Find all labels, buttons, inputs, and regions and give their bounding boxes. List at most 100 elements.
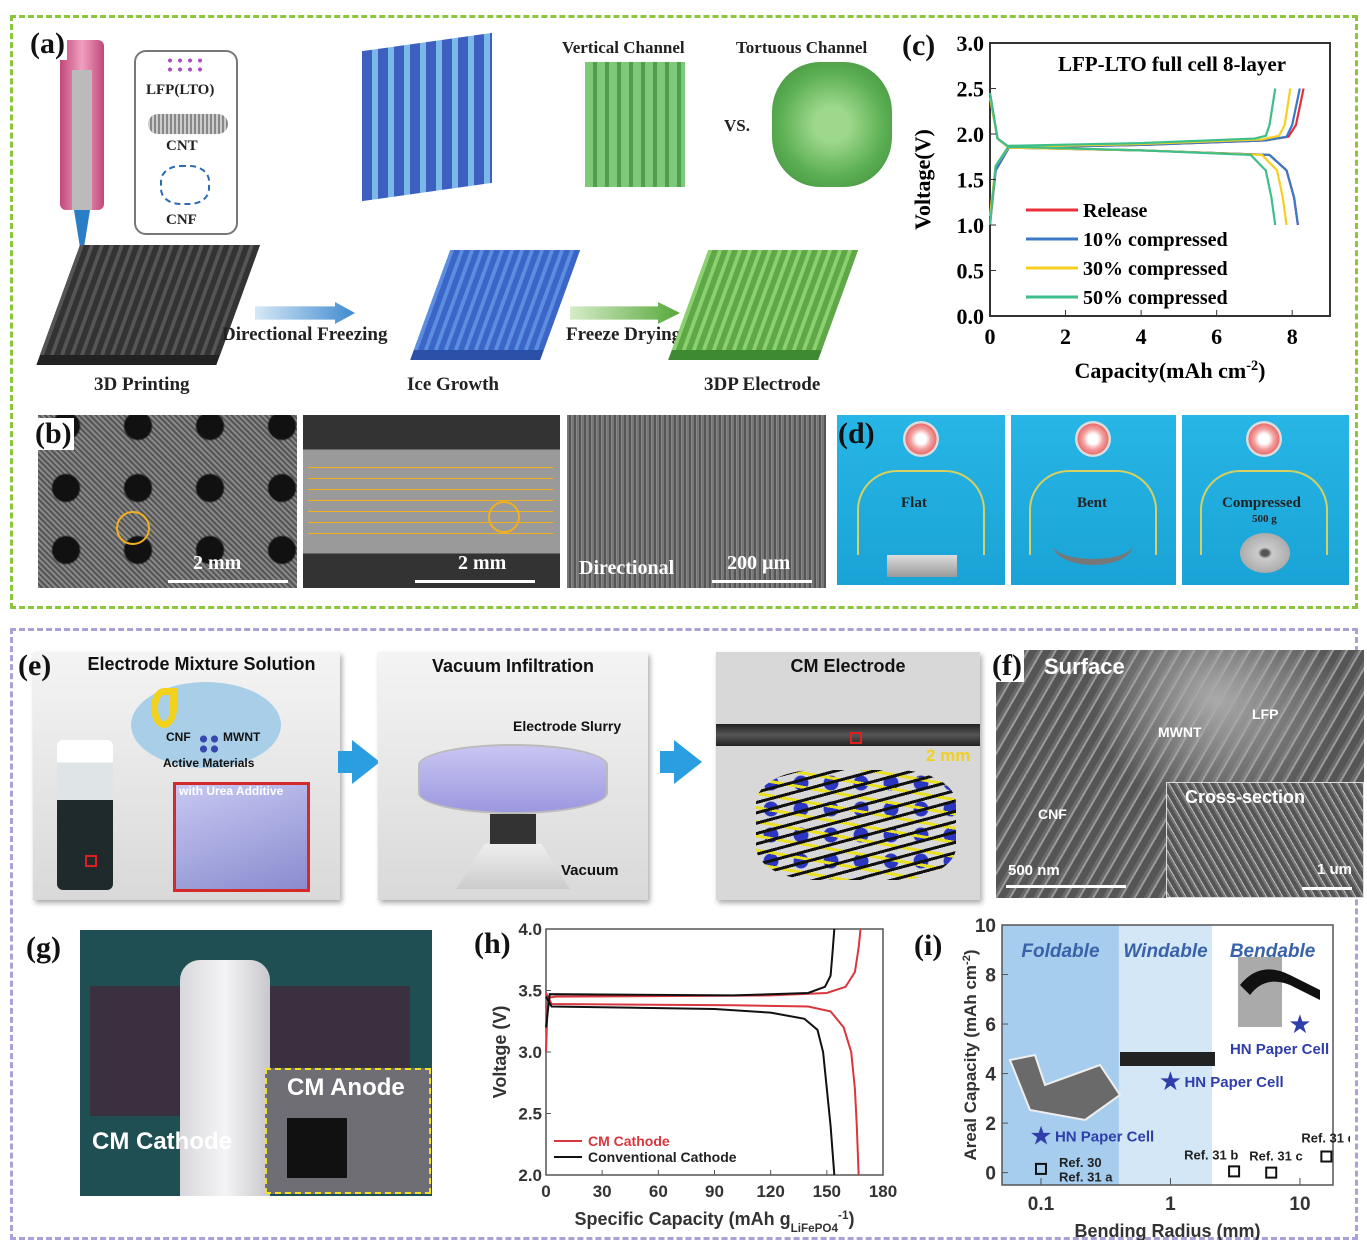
- top-figure-frame: [10, 15, 1358, 609]
- y-tick-label: 1.0: [957, 213, 985, 238]
- x-axis-label: Specific Capacity (mAh gLiFePO4-1): [575, 1209, 855, 1235]
- photo-label: Compressed: [1222, 495, 1301, 511]
- series-line-cm-cathode: [545, 992, 860, 1176]
- legend-label: Conventional Cathode: [588, 1149, 737, 1165]
- star-marker: ★: [1029, 1120, 1052, 1150]
- x-tick-label: 10: [1289, 1194, 1310, 1215]
- cnf-label: CNF: [166, 730, 191, 744]
- y-tick-label: 3.5: [518, 982, 542, 1001]
- tortuous-channel-image: [772, 62, 892, 187]
- stage-label: 3D Printing: [94, 374, 190, 395]
- cnf-shape: [151, 688, 177, 728]
- chart-title: LFP-LTO full cell 8-layer: [1058, 52, 1286, 76]
- zoom-box: [85, 855, 97, 867]
- y-tick-label: 0.0: [957, 304, 985, 329]
- x-tick-label: 0: [541, 1182, 550, 1201]
- x-tick-label: 1: [1165, 1194, 1176, 1215]
- ref-marker: [1228, 1165, 1241, 1178]
- arrow-freeze-drying: [570, 302, 680, 324]
- ref-label: Ref. 31 c: [1249, 1149, 1302, 1164]
- zoom-circle: [488, 501, 520, 533]
- series-line-50-compressed: [988, 92, 1277, 226]
- region-label: Foldable: [1021, 941, 1100, 962]
- ref-label: Ref. 31 d: [1301, 1131, 1350, 1146]
- ref-marker: [1034, 1162, 1047, 1175]
- lfp-dots: [165, 56, 205, 74]
- ref-label: Ref. 31 b: [1184, 1147, 1238, 1162]
- y-tick-label: 2.0: [957, 122, 985, 147]
- swan-image: [1008, 1053, 1122, 1122]
- region-foldable: [1002, 925, 1119, 1185]
- directional-label: Directional: [579, 557, 675, 579]
- region-label: Bendable: [1230, 941, 1316, 962]
- photo-label: Bent: [1077, 495, 1107, 511]
- star-label: HN Paper Cell: [1230, 1041, 1329, 1058]
- vial: [57, 740, 113, 890]
- stage-label: 3DP Electrode: [704, 374, 821, 395]
- material-label: CNT: [166, 138, 198, 154]
- legend-label: Release: [1083, 200, 1148, 222]
- y-tick-label: 2.0: [518, 1166, 542, 1185]
- y-tick-label: 0.5: [957, 259, 985, 284]
- material-label: CNF: [166, 212, 197, 228]
- led-icon: [1246, 421, 1282, 457]
- urea-label: with Urea Additive: [179, 784, 284, 798]
- y-tick-label: 2: [985, 1114, 996, 1135]
- card-electrode-mixture: Electrode Mixture Solution CNF MWNT Acti…: [33, 652, 340, 900]
- sem-image-directional: Directional 200 µm: [567, 415, 826, 588]
- card-cm-electrode: CM Electrode 2 mm: [716, 652, 980, 900]
- ref-marker: [1265, 1166, 1278, 1179]
- cnf-label: CNF: [1038, 806, 1067, 822]
- y-tick-label: 4: [985, 1065, 996, 1086]
- x-tick-label: 0: [985, 324, 996, 349]
- photo-cm-electrodes: CM Cathode CM Anode: [80, 930, 432, 1196]
- bottom-figure-frame: [10, 628, 1358, 1240]
- x-tick-label: 150: [813, 1182, 841, 1201]
- star-label: HN Paper Cell: [1055, 1128, 1154, 1145]
- process-arrow: [352, 740, 380, 784]
- legend-label: 50% compressed: [1083, 287, 1228, 309]
- led-icon: [1075, 421, 1111, 457]
- series-line-conventional-cathode: [545, 996, 836, 1176]
- weight-label: 500 g: [1252, 513, 1277, 525]
- nozzle-core: [72, 70, 92, 210]
- sem-image-top-view: 2 mm: [38, 415, 297, 588]
- star-marker: ★: [1288, 1009, 1311, 1039]
- lfp-label: LFP: [1252, 706, 1279, 722]
- scale-label: 2 mm: [458, 552, 507, 574]
- funnel: [490, 814, 536, 844]
- process-arrow-stem: [660, 751, 676, 773]
- arrow-directional-freezing: [255, 302, 355, 324]
- ref-label: Ref. 31 a: [1059, 1169, 1113, 1184]
- wire: [1200, 470, 1328, 555]
- active-materials-label: Active Materials: [163, 756, 255, 770]
- process-arrow-stem: [338, 751, 354, 773]
- x-tick-label: 0.1: [1028, 1194, 1055, 1215]
- panel-label: (f): [990, 649, 1024, 682]
- card-title: Vacuum Infiltration: [431, 656, 595, 676]
- photo-bent: Bent: [1011, 415, 1176, 585]
- zoom-circle: [116, 511, 150, 545]
- vacuum-label: Vacuum: [561, 862, 619, 879]
- panel-label: (d): [838, 417, 875, 450]
- panel-label: (c): [900, 29, 938, 62]
- legend-label: 10% compressed: [1083, 229, 1228, 251]
- card-title: CM Electrode: [790, 656, 906, 676]
- step-label: Freeze Drying: [566, 324, 682, 345]
- x-axis-label: Bending Radius (mm): [1074, 1221, 1260, 1240]
- wire: [857, 470, 985, 555]
- vs-label: VS.: [724, 116, 750, 135]
- star-marker: ★: [1159, 1066, 1182, 1096]
- inset-scale-label: 1 um: [1317, 861, 1353, 878]
- plot-frame: [989, 42, 1331, 317]
- electrode-slurry-label: Electrode Slurry: [513, 718, 622, 734]
- zoom-box: [850, 732, 862, 744]
- cnt-tube: [148, 114, 228, 134]
- cm-anode-label: CM Anode: [287, 1074, 405, 1101]
- plot-frame: [1001, 924, 1334, 1186]
- material-label: LFP(LTO): [146, 82, 215, 98]
- vertical-channel-image: [585, 62, 685, 187]
- y-tick-label: 3.0: [518, 1043, 542, 1062]
- y-tick-label: 1.5: [957, 168, 985, 193]
